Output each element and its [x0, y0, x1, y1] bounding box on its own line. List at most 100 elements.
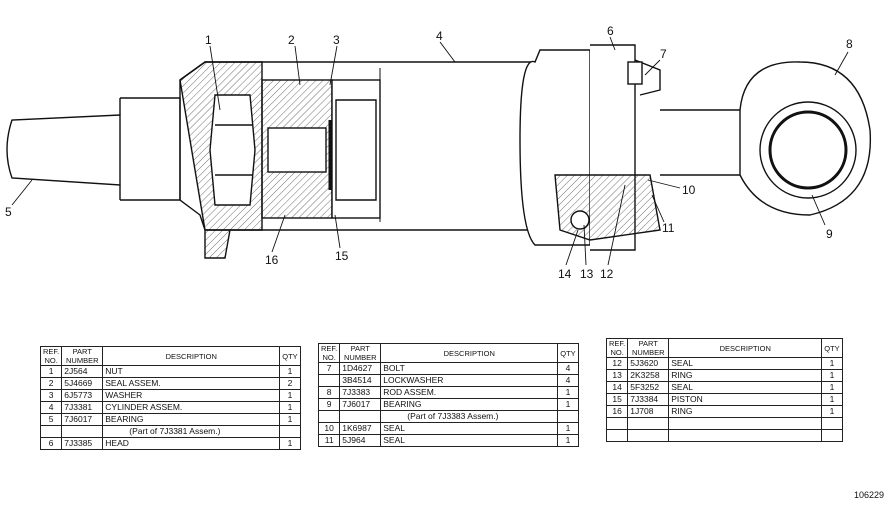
table-row: (Part of 7J3383 Assem.) — [317, 410, 579, 423]
qty-cell: 1 — [279, 437, 301, 450]
desc-cell: ROD ASSEM. — [380, 386, 559, 399]
callout-2: 2 — [288, 33, 295, 47]
rod-eye — [739, 61, 872, 216]
table-header-row: REF. NO. PART NUMBER DESCRIPTION QTY — [317, 343, 579, 363]
ref-cell: 7 — [317, 362, 341, 375]
part-cell: 1K6987 — [339, 422, 382, 435]
part-cell: 2J564 — [61, 365, 104, 378]
part-cell: 5J964 — [339, 434, 382, 447]
left-rod-end — [6, 97, 181, 201]
qty-cell — [821, 417, 843, 430]
desc-cell: RING — [668, 369, 823, 382]
description-header: DESCRIPTION — [380, 343, 559, 363]
desc-cell: SEAL — [668, 381, 823, 394]
ref-cell — [317, 374, 341, 387]
ref-cell — [605, 429, 629, 442]
ref-cell: 3 — [39, 389, 63, 402]
part-cell: 7J6017 — [61, 413, 104, 426]
ref-no-header: REF. NO. — [605, 338, 629, 358]
callout-3: 3 — [333, 33, 340, 47]
callout-6: 6 — [607, 24, 614, 38]
ref-no-header: REF. NO. — [39, 346, 63, 366]
desc-cell: SEAL ASSEM. — [102, 377, 281, 390]
qty-cell: 1 — [821, 381, 843, 394]
qty-cell: 1 — [821, 357, 843, 370]
part-cell — [627, 417, 670, 430]
callout-7: 7 — [660, 47, 667, 61]
part-cell: 1D4627 — [339, 362, 382, 375]
callout-12: 12 — [600, 267, 614, 281]
qty-cell: 1 — [279, 413, 301, 426]
ref-cell — [39, 425, 63, 438]
ref-no-header: REF. NO. — [317, 343, 341, 363]
callout-9: 9 — [826, 227, 833, 241]
desc-cell — [668, 429, 823, 442]
ref-cell: 10 — [317, 422, 341, 435]
qty-cell: 1 — [557, 434, 579, 447]
ref-cell: 13 — [605, 369, 629, 382]
qty-header: QTY — [279, 346, 301, 366]
callout-4: 4 — [436, 29, 443, 43]
desc-cell: SEAL — [380, 434, 559, 447]
callout-15: 15 — [335, 249, 349, 263]
description-header: DESCRIPTION — [102, 346, 281, 366]
ref-cell: 15 — [605, 393, 629, 406]
desc-cell: BEARING — [102, 413, 281, 426]
desc-note-cell: (Part of 7J3381 Assem.) — [102, 425, 281, 438]
qty-cell: 4 — [557, 374, 579, 387]
desc-cell: LOCKWASHER — [380, 374, 559, 387]
callout-10: 10 — [682, 183, 696, 197]
desc-cell: CYLINDER ASSEM. — [102, 401, 281, 414]
qty-cell: 1 — [557, 422, 579, 435]
ref-cell: 9 — [317, 398, 341, 411]
part-cell: 5F3252 — [627, 381, 670, 394]
qty-header: QTY — [821, 338, 843, 358]
qty-cell: 1 — [557, 398, 579, 411]
part-cell: 2K3258 — [627, 369, 670, 382]
ref-cell: 1 — [39, 365, 63, 378]
part-number-header: PART NUMBER — [61, 346, 104, 366]
table-row — [605, 417, 843, 430]
part-cell: 7J3385 — [61, 437, 104, 450]
ref-cell: 14 — [605, 381, 629, 394]
callout-11: 11 — [662, 221, 675, 235]
cylinder-barrel — [179, 61, 535, 259]
callout-labels: 1 2 3 4 5 6 7 8 9 10 11 12 13 14 15 16 — [5, 24, 853, 281]
ref-cell — [605, 417, 629, 430]
desc-cell: RING — [668, 405, 823, 418]
desc-cell: PISTON — [668, 393, 823, 406]
table-header-row: REF. NO. PART NUMBER DESCRIPTION QTY — [605, 338, 843, 358]
part-cell — [339, 410, 382, 423]
part-cell: 1J708 — [627, 405, 670, 418]
description-header: DESCRIPTION — [668, 338, 823, 358]
part-cell: 5J3620 — [627, 357, 670, 370]
cylinder-cross-section-drawing: 1 2 3 4 5 6 7 8 9 10 11 12 13 14 15 16 — [5, 24, 872, 281]
figure-number: 106229 — [853, 490, 884, 500]
desc-cell: BOLT — [380, 362, 559, 375]
piston-rod — [660, 109, 740, 176]
desc-cell: SEAL — [380, 422, 559, 435]
part-number-header: PART NUMBER — [627, 338, 670, 358]
part-cell: 6J5773 — [61, 389, 104, 402]
desc-cell: BEARING — [380, 398, 559, 411]
part-cell: 7J3384 — [627, 393, 670, 406]
desc-cell: SEAL — [668, 357, 823, 370]
qty-cell: 1 — [821, 405, 843, 418]
ref-cell: 4 — [39, 401, 63, 414]
callout-8: 8 — [846, 37, 853, 51]
part-cell: 7J3383 — [339, 386, 382, 399]
ref-cell: 16 — [605, 405, 629, 418]
ref-cell — [317, 410, 341, 423]
